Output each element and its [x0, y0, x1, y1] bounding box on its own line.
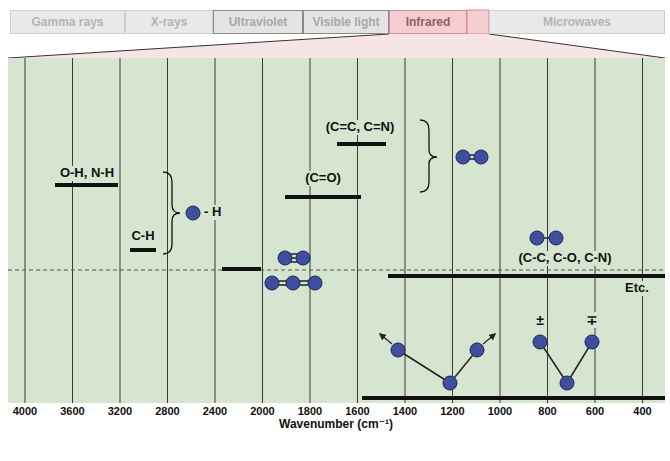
vibration-arrow	[380, 334, 495, 344]
grid-line	[25, 58, 26, 403]
range-bar	[222, 267, 261, 271]
zoom-wedge	[8, 34, 665, 58]
atom	[530, 231, 544, 245]
range-bar	[130, 248, 156, 252]
atom	[533, 335, 547, 349]
range-bar	[362, 396, 665, 400]
atom	[278, 251, 292, 265]
range-bar	[55, 144, 665, 398]
bond-line	[274, 155, 592, 383]
zoom-line	[489, 34, 665, 58]
grid-line	[72, 58, 73, 403]
grid-line	[310, 58, 311, 403]
range-bar	[55, 183, 118, 187]
zoom-wedge	[8, 34, 665, 58]
spectrum-band: Microwaves	[489, 10, 665, 34]
atom	[443, 376, 457, 390]
vibration-arrow	[380, 334, 392, 344]
spectrum-band: Gamma rays	[10, 10, 125, 34]
bond-line	[398, 350, 450, 383]
tick-label: 1000	[487, 405, 513, 418]
grid-line	[25, 58, 643, 403]
atom	[456, 150, 470, 164]
spectrum-band: X-rays	[125, 10, 213, 34]
grid-line	[595, 58, 596, 403]
spectrum-band	[467, 10, 489, 34]
tick-label: 3600	[59, 405, 85, 418]
axis-title: Wavenumber (cm⁻¹)	[278, 418, 394, 432]
atom	[186, 206, 200, 220]
brace	[163, 120, 437, 254]
band-name: X-rays	[151, 15, 188, 29]
range-bar	[285, 195, 361, 199]
tick-label: 400	[632, 405, 652, 418]
tick-label: 1800	[297, 405, 323, 418]
grid-line	[357, 58, 358, 403]
grid-line	[452, 58, 453, 403]
tick-label: 1600	[344, 405, 370, 418]
tick-label: 4000	[12, 405, 38, 418]
tick-label: 2800	[154, 405, 180, 418]
zoom-line	[8, 34, 389, 58]
tick-label: 2400	[202, 405, 228, 418]
tick-label: 1200	[439, 405, 465, 418]
atom	[296, 251, 310, 265]
grid-line	[167, 58, 168, 403]
tick-label: 1400	[392, 405, 418, 418]
grid-line	[262, 58, 263, 403]
atom	[474, 150, 488, 164]
atom	[549, 231, 563, 245]
band-name: Microwaves	[543, 15, 611, 29]
range-bar	[388, 274, 665, 278]
tick-label: 3200	[107, 405, 133, 418]
bond-label: (C-C, C-O, C-N)	[517, 251, 612, 266]
band-name: Gamma rays	[31, 15, 103, 29]
bond-label: (C=C, C=N)	[325, 120, 396, 135]
bond-label: - H	[203, 205, 222, 220]
grid-line	[642, 58, 643, 403]
spectrum-band: Infrared	[389, 10, 467, 34]
band-name: Ultraviolet	[229, 15, 288, 29]
tick-label: 800	[537, 405, 557, 418]
motion-sign: ∓	[585, 312, 599, 328]
atom	[391, 343, 405, 357]
brace	[163, 172, 180, 254]
spectrum-band: Ultraviolet	[213, 10, 303, 34]
grid-line	[120, 58, 121, 403]
atom	[470, 343, 484, 357]
atom	[308, 276, 322, 290]
divider-line	[8, 270, 665, 271]
infrared-panel	[8, 58, 665, 403]
vibration-arrow	[483, 334, 495, 344]
brace	[420, 120, 437, 192]
tick-label: 600	[585, 405, 605, 418]
bond-label: O-H, N-H	[59, 166, 115, 181]
spectrum-band: Visible light	[303, 10, 389, 34]
bond-label: C-H	[130, 229, 155, 244]
atom	[186, 150, 599, 390]
bond-label: (C=O)	[304, 171, 342, 186]
band-name: Infrared	[406, 15, 451, 29]
grid-line	[547, 58, 548, 403]
grid-line	[215, 58, 216, 403]
atom	[265, 276, 279, 290]
note-text: Etc.	[624, 281, 650, 296]
grid-line	[500, 58, 501, 403]
tick-label: 2000	[249, 405, 275, 418]
atom	[585, 335, 599, 349]
atom	[560, 376, 574, 390]
motion-sign: ±	[535, 312, 545, 328]
atom	[286, 276, 300, 290]
band-name: Visible light	[312, 15, 379, 29]
range-bar	[337, 142, 386, 146]
